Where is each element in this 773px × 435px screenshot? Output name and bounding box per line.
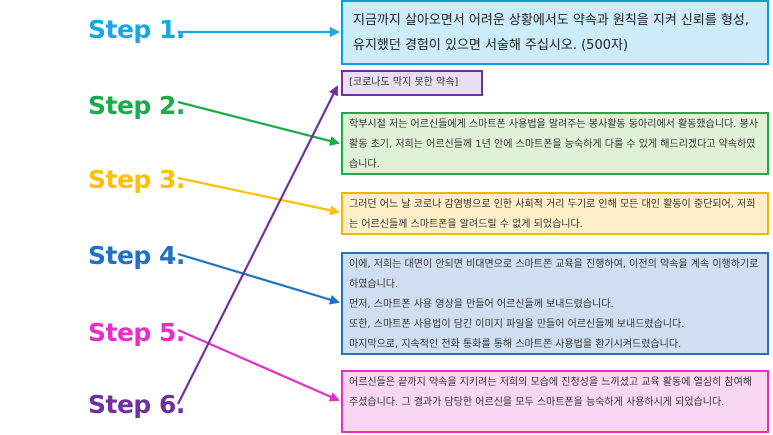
step-5-label: Step 5. <box>88 318 185 347</box>
step-3-label: Step 3. <box>88 165 185 194</box>
question-text: 지금까지 살아오면서 어려운 상황에서도 약속과 원칙을 지켜 신뢰를 형성, … <box>353 13 749 53</box>
step-4-line-2: 먼저, 스마트폰 사용 영상을 만들어 어르신들께 보내드렸습니다. <box>349 299 614 310</box>
step-4-line-4: 마지막으로, 지속적인 전화 통화를 통해 스마트폰 사용법을 환기시켜드렸습니… <box>349 339 682 350</box>
step-3-paragraph: 그러던 어느 날 코로나 감염병으로 인한 사회적 거리 두기로 인해 모든 대… <box>349 199 756 230</box>
step-5-paragraph-box: 어르신들은 끝까지 약속을 지키려는 저희의 모습에 진정성을 느끼셨고 교육 … <box>341 370 769 433</box>
step-2-label: Step 2. <box>88 91 185 120</box>
step-6-arrow <box>177 85 338 405</box>
step-2-paragraph-box: 학부시절 저는 어르신들에게 스마트폰 사용법을 알려주는 봉사활동 동아리에서… <box>341 112 769 175</box>
question-box: 지금까지 살아오면서 어려운 상황에서도 약속과 원칙을 지켜 신뢰를 형성, … <box>341 0 769 65</box>
step-3-paragraph-box: 그러던 어느 날 코로나 감염병으로 인한 사회적 거리 두기로 인해 모든 대… <box>341 192 769 235</box>
step-2-arrow <box>177 100 340 146</box>
step-3-arrow <box>177 176 340 216</box>
title-box: [코로나도 막지 못한 약속] <box>341 70 483 96</box>
step-4-label: Step 4. <box>88 241 185 270</box>
step-5-arrow <box>177 328 340 402</box>
step-4-paragraph-box: 이에, 저희는 대면이 안되면 비대면으로 스마트폰 교육을 진행하여, 이전의… <box>341 252 769 355</box>
step-6-label: Step 6. <box>88 390 185 419</box>
step-4-line-3: 또한, 스마트폰 사용법이 담긴 이미지 파일을 만들어 어르신들께 보내드렸습… <box>349 319 685 330</box>
step-4-line-1: 이에, 저희는 대면이 안되면 비대면으로 스마트폰 교육을 진행하여, 이전의… <box>349 259 759 290</box>
step-1-label: Step 1. <box>88 15 185 44</box>
step-2-paragraph: 학부시절 저는 어르신들에게 스마트폰 사용법을 알려주는 봉사활동 동아리에서… <box>349 119 758 170</box>
step-4-arrow <box>177 252 340 305</box>
title-text: [코로나도 막지 못한 약속] <box>349 77 459 88</box>
step-5-paragraph: 어르신들은 끝까지 약속을 지키려는 저희의 모습에 진정성을 느끼셨고 교육 … <box>349 377 752 408</box>
